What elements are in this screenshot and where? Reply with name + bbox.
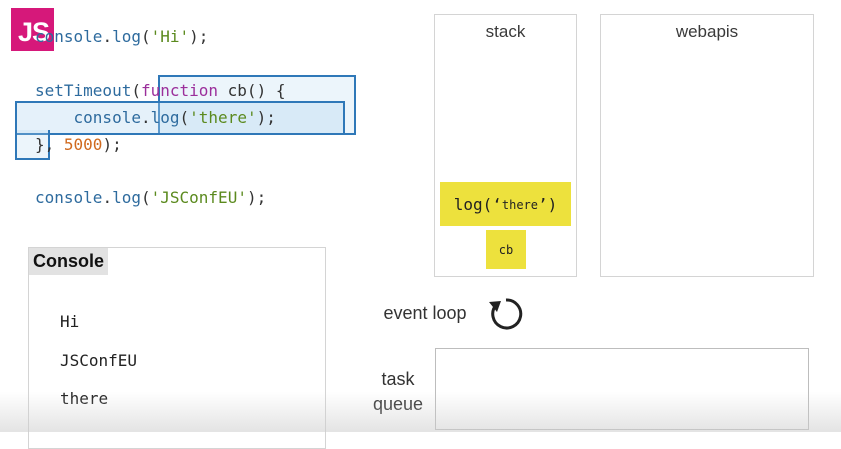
- code-line-1: console.log('Hi');: [35, 27, 208, 46]
- code-line-2: setTimeout(function cb() {: [35, 81, 285, 100]
- stack-title: stack: [485, 22, 526, 41]
- code-token: (: [179, 108, 190, 127]
- stack-frame-text: ’): [538, 194, 558, 214]
- code-line-5: console.log('JSConfEU');: [35, 188, 266, 207]
- js-logo: JS: [11, 8, 54, 51]
- code-token: );: [256, 108, 276, 127]
- stack-frame-cb: cb: [486, 230, 526, 269]
- console-panel: Console Hi JSConfEU there: [28, 247, 326, 449]
- stack-frame-text: there: [501, 198, 539, 212]
- code-token: cb() {: [218, 81, 286, 100]
- stack-frame-log: log(‘there’): [440, 182, 571, 226]
- code-token: console: [35, 188, 103, 207]
- code-token: setTimeout: [35, 81, 132, 100]
- console-line: Hi: [60, 312, 80, 331]
- callback-highlight-close: [15, 130, 50, 160]
- code-token: console: [35, 108, 141, 127]
- code-token: log: [150, 108, 180, 127]
- task-queue-panel: [435, 348, 809, 430]
- code-token: log: [112, 188, 141, 207]
- code-token: ,: [44, 135, 64, 154]
- code-token: (: [140, 27, 151, 46]
- code-token: log: [112, 27, 141, 46]
- code-token: 'Hi': [150, 27, 190, 46]
- code-token: function: [140, 81, 219, 100]
- code-token: (: [140, 188, 151, 207]
- webapis-panel: webapis: [600, 14, 814, 277]
- webapis-title: webapis: [675, 22, 739, 41]
- refresh-icon: [489, 298, 523, 330]
- task-queue-label: task queue: [366, 367, 430, 417]
- console-line: there: [60, 389, 109, 408]
- code-token: .: [102, 188, 113, 207]
- stack-frame-text: log(‘: [453, 194, 502, 214]
- stack-panel: stack log(‘there’) cb: [434, 14, 577, 277]
- code-line-4: }, 5000);: [35, 135, 122, 154]
- code-token: );: [102, 135, 122, 154]
- callback-highlight-body: [15, 101, 345, 135]
- code-token: 'there': [189, 108, 257, 127]
- event-loop-label: event loop: [383, 303, 467, 323]
- code-token: 'JSConfEU': [150, 188, 247, 207]
- code-token: .: [140, 108, 151, 127]
- code-token: }: [35, 135, 45, 154]
- code-token: console: [35, 27, 103, 46]
- code-line-3: console.log('there');: [35, 108, 276, 127]
- console-line: JSConfEU: [60, 351, 138, 370]
- console-title: Console: [29, 248, 109, 275]
- task-queue-label-line: task: [381, 369, 415, 389]
- code-token: );: [246, 188, 267, 207]
- code-token: (: [131, 81, 141, 100]
- code-token: 5000: [63, 135, 103, 154]
- code-token: );: [189, 27, 209, 46]
- code-token: .: [102, 27, 113, 46]
- task-queue-label-line: queue: [372, 394, 424, 414]
